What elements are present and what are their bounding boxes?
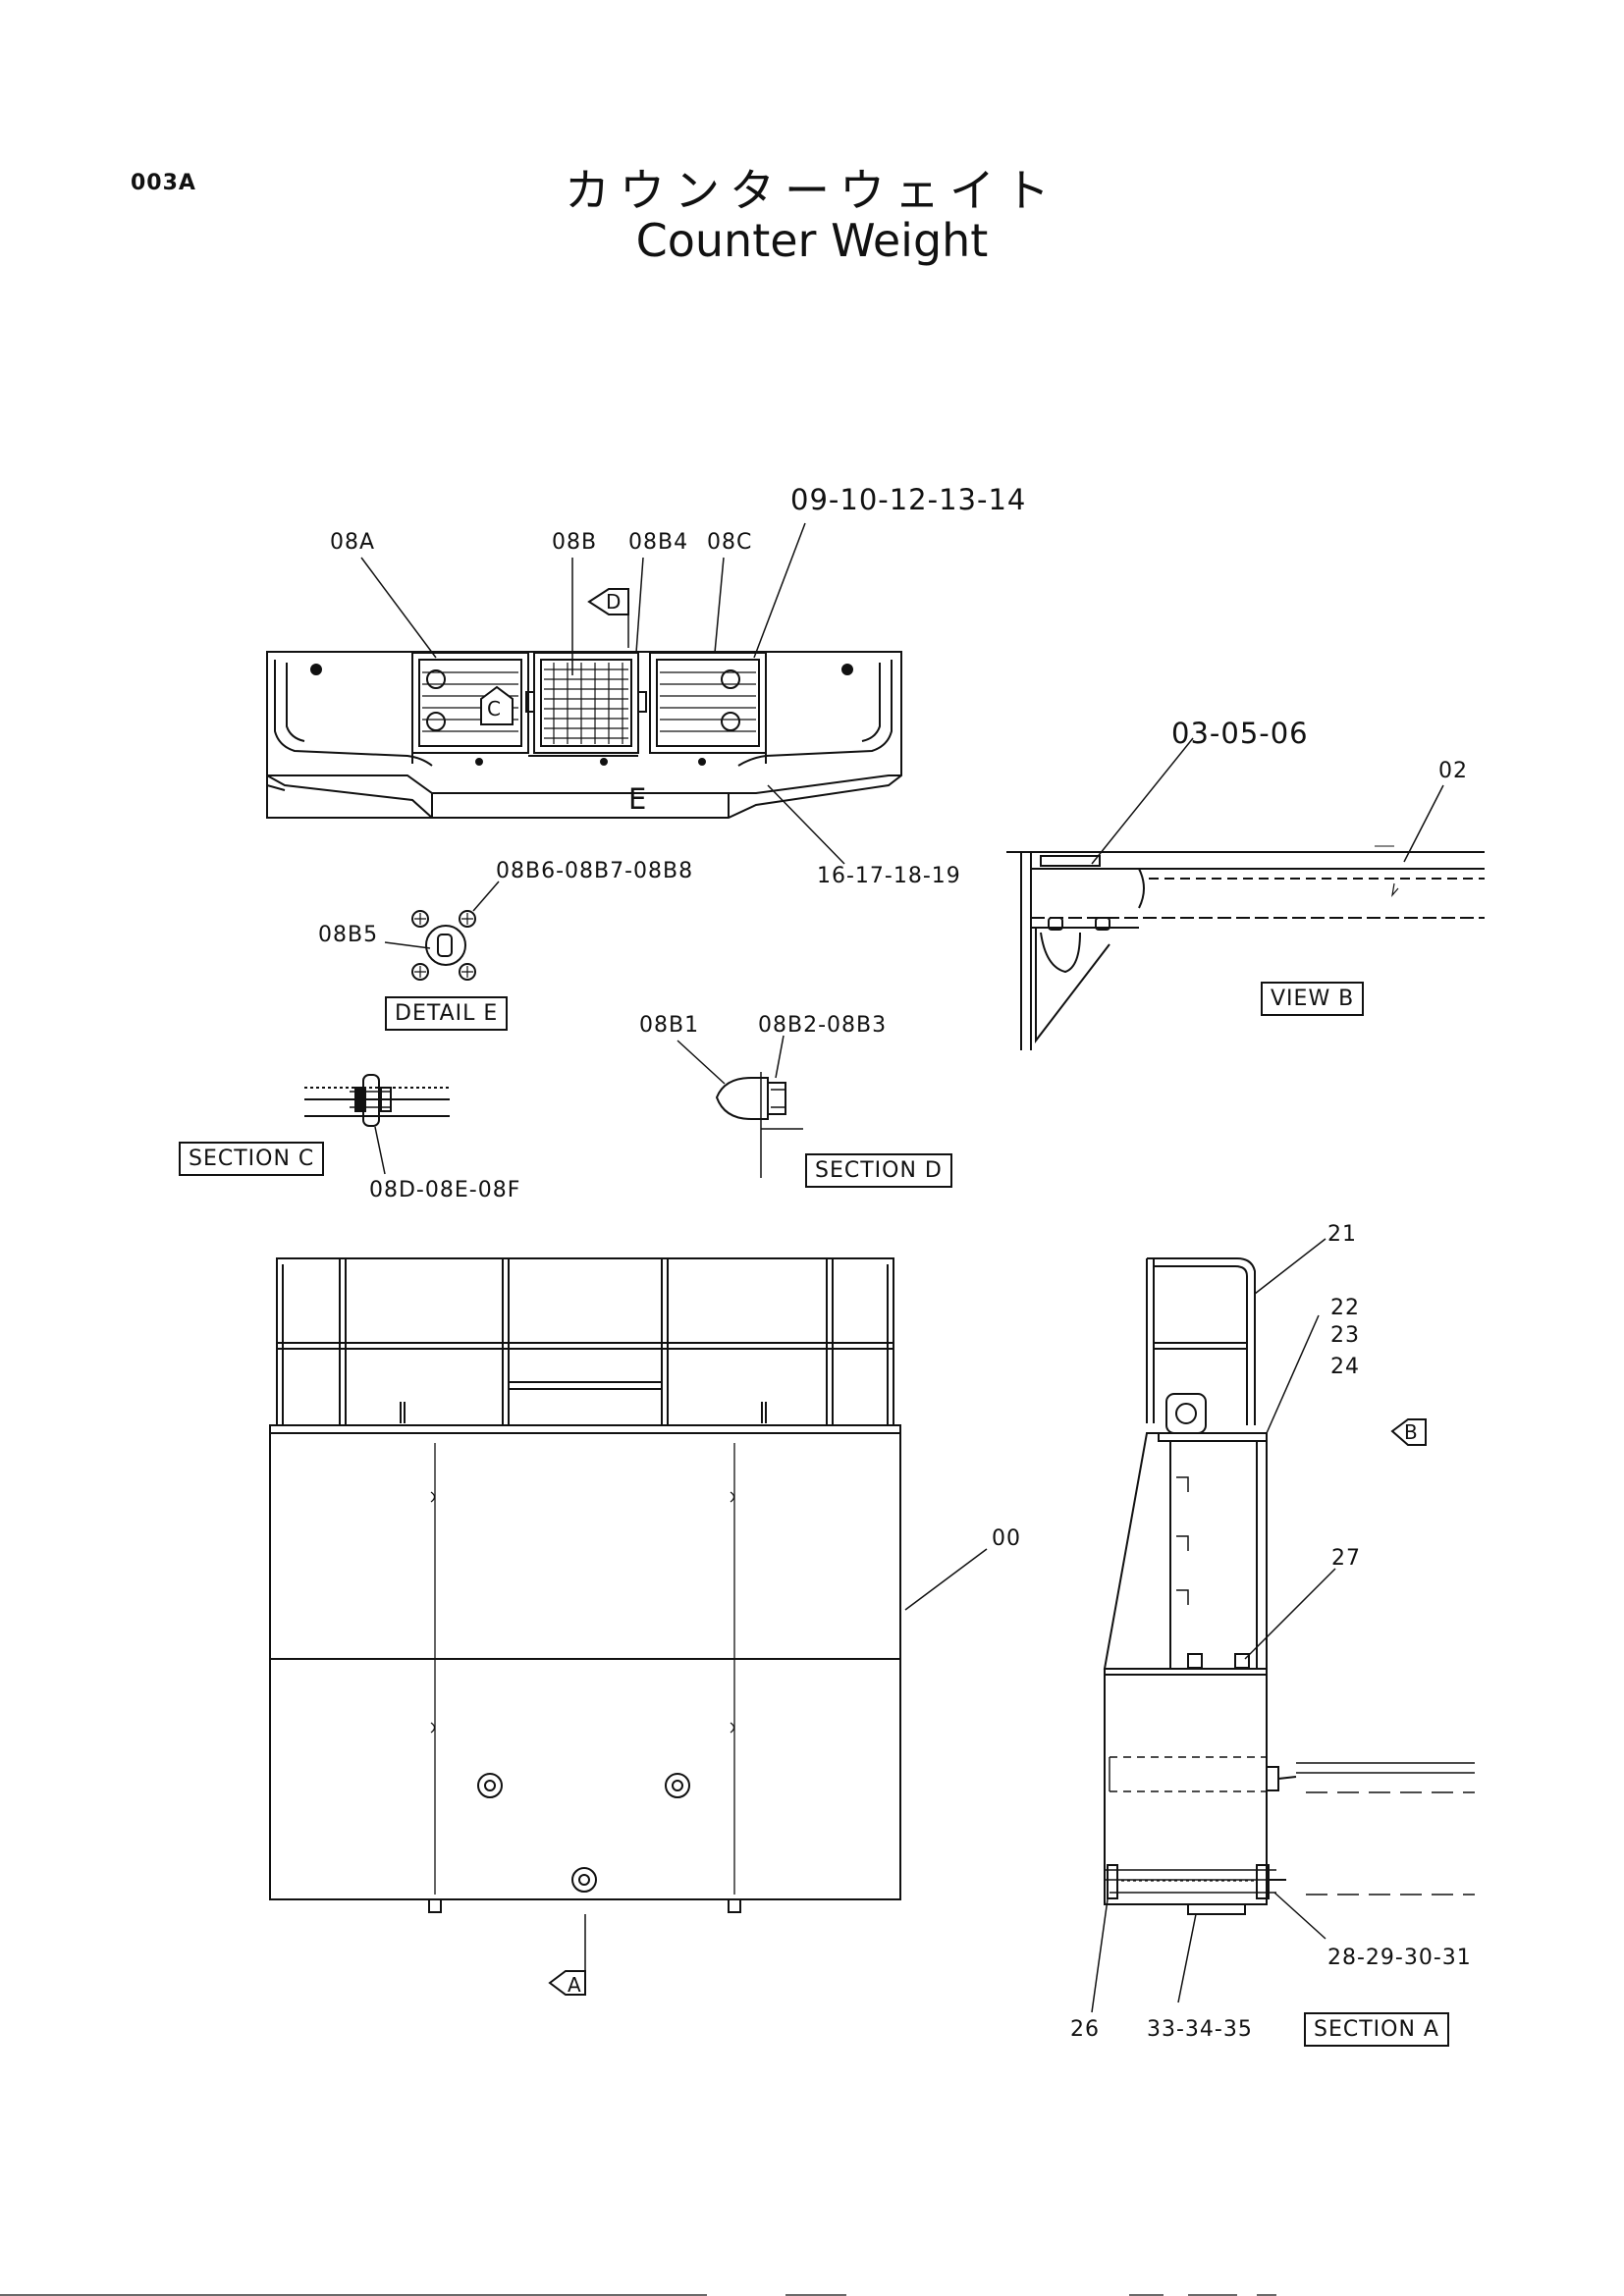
view-c-marker: C bbox=[487, 697, 502, 721]
label-detail-e-ref: E bbox=[628, 782, 648, 816]
callout-00: 00 bbox=[992, 1526, 1021, 1551]
callout-09-14: 09-10-12-13-14 bbox=[790, 483, 1027, 516]
caption-view-b: VIEW B bbox=[1261, 982, 1365, 1016]
section-c-drawing bbox=[304, 1075, 450, 1174]
page-code: 003A bbox=[131, 171, 196, 195]
caption-detail-e: DETAIL E bbox=[385, 996, 509, 1031]
callout-26: 26 bbox=[1070, 2017, 1100, 2042]
callout-21: 21 bbox=[1327, 1222, 1357, 1247]
view-b-marker: B bbox=[1404, 1420, 1419, 1444]
callout-33-35: 33-34-35 bbox=[1147, 2017, 1253, 2042]
view-d-marker: D bbox=[606, 590, 623, 614]
callout-23: 23 bbox=[1330, 1323, 1360, 1348]
title-english: Counter Weight bbox=[635, 214, 989, 267]
caption-section-d: SECTION D bbox=[805, 1153, 952, 1188]
callout-08d-08f: 08D-08E-08F bbox=[369, 1178, 521, 1202]
callout-08b2-08b3: 08B2-08B3 bbox=[758, 1013, 888, 1038]
detail-e-drawing bbox=[385, 881, 499, 980]
section-a-drawing bbox=[1092, 1239, 1475, 2012]
section-a-marker: A bbox=[568, 1973, 582, 1997]
callout-08c: 08C bbox=[707, 530, 753, 555]
section-d-drawing bbox=[677, 1036, 803, 1178]
leaders-top-view bbox=[361, 523, 844, 864]
title-japanese: カウンターウェイト bbox=[565, 164, 1059, 217]
callout-02: 02 bbox=[1438, 759, 1468, 783]
callout-08a: 08A bbox=[330, 530, 376, 555]
top-view-counterweight bbox=[267, 589, 901, 818]
callout-24: 24 bbox=[1330, 1355, 1360, 1379]
callout-27: 27 bbox=[1331, 1546, 1361, 1571]
callout-08b5: 08B5 bbox=[318, 923, 379, 947]
callout-16-19: 16-17-18-19 bbox=[817, 864, 961, 888]
callout-22: 22 bbox=[1330, 1296, 1360, 1320]
caption-section-a: SECTION A bbox=[1304, 2012, 1449, 2047]
view-b-drawing bbox=[1006, 738, 1485, 1050]
callout-08b4: 08B4 bbox=[628, 530, 689, 555]
callout-08b6-08b8: 08B6-08B7-08B8 bbox=[496, 859, 694, 883]
callout-08b: 08B bbox=[552, 530, 598, 555]
callout-03-05-06: 03-05-06 bbox=[1171, 717, 1309, 750]
callout-28-31: 28-29-30-31 bbox=[1327, 1946, 1472, 1970]
caption-section-c: SECTION C bbox=[179, 1142, 325, 1176]
callout-08b1: 08B1 bbox=[639, 1013, 700, 1038]
front-view-counterweight bbox=[270, 1258, 987, 1995]
